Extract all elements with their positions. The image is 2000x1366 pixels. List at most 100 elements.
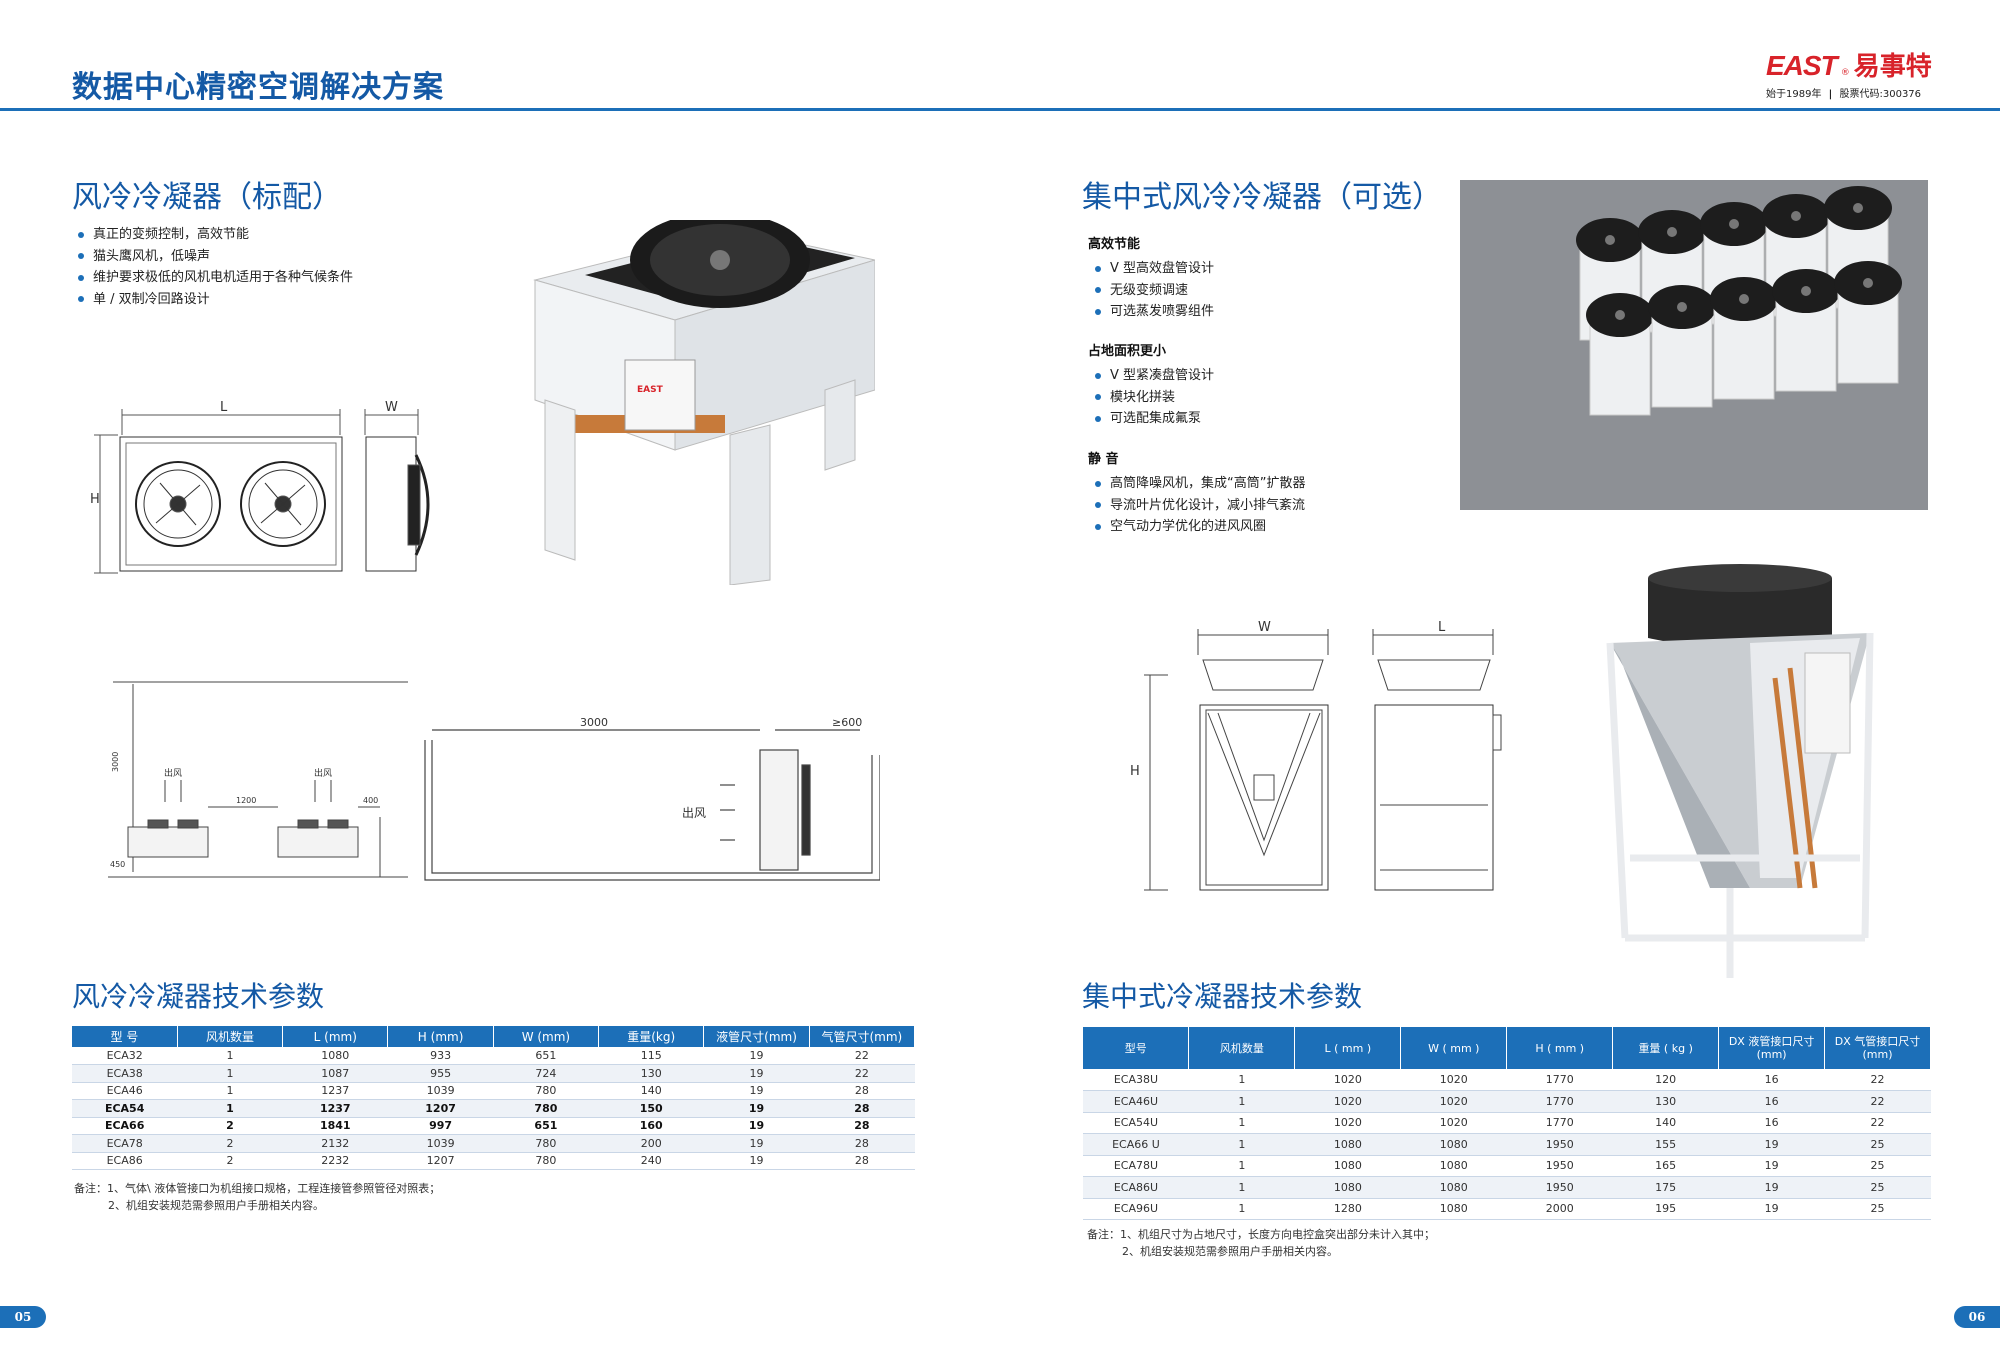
table-cell: 200 (598, 1134, 704, 1153)
feature-group-footprint: 占地面积更小 V 型紧凑盘管设计 模块化拼装 可选配集成氟泵 (1088, 340, 1214, 430)
feature-item: 猫头鹰风机，低噪声 (78, 246, 353, 268)
left-note-2: 2、机组安装规范需参照用户手册相关内容。 (108, 1199, 324, 1212)
east-logo: EAST ® 易事特 始于1989年 | 股票代码:300376 (1766, 46, 1936, 100)
table-cell: 1207 (387, 1099, 494, 1118)
table-cell: 19 (703, 1099, 810, 1118)
table-cell: 28 (809, 1117, 915, 1135)
bullet-icon (78, 231, 84, 238)
table-cell: 120 (1612, 1069, 1719, 1091)
bullet-icon (1095, 394, 1101, 401)
table-cell: 16 (1718, 1090, 1825, 1113)
fan-hub (1615, 310, 1625, 320)
table-cell: 1 (177, 1082, 283, 1100)
table-cell: ECA66 U (1083, 1133, 1189, 1156)
bullet-icon (1095, 372, 1101, 379)
table-cell: ECA46 (72, 1082, 178, 1100)
table-cell: ECA78 (72, 1134, 178, 1153)
table-cell: 1 (1188, 1198, 1295, 1220)
table-cell: ECA38U (1083, 1069, 1189, 1091)
bullet-icon (1095, 480, 1101, 487)
air-cooled-condenser-photo: EAST (533, 220, 875, 585)
centralized-condenser-array-photo (1460, 180, 1928, 510)
table-cell: 19 (703, 1152, 810, 1170)
feature-item: 维护要求极低的风机电机适用于各种气候条件 (78, 267, 353, 289)
table-cell: 933 (387, 1047, 494, 1065)
table-cell: ECA54U (1083, 1112, 1189, 1134)
left-table-title: 风冷冷凝器技术参数 (72, 980, 325, 1013)
table-cell: 1770 (1506, 1112, 1613, 1134)
dim-label-L: L (220, 400, 228, 415)
table-cell: 16 (1718, 1112, 1825, 1134)
table-cell: 1770 (1506, 1069, 1613, 1091)
table-cell: 1 (177, 1047, 283, 1065)
table-header-cell: W ( mm ) (1400, 1027, 1508, 1069)
table-cell: 115 (598, 1047, 704, 1065)
table-cell: 28 (809, 1082, 915, 1100)
table-cell: 1 (1188, 1069, 1295, 1091)
table-cell: 25 (1824, 1155, 1931, 1177)
fan-hub (1729, 219, 1739, 229)
table-cell: 22 (809, 1047, 915, 1065)
page-number-left: 05 (0, 1306, 46, 1328)
feature-item: 导流叶片优化设计，减小排气紊流 (1095, 495, 1305, 517)
table-cell: 1950 (1506, 1133, 1613, 1156)
table-cell: 1 (1188, 1176, 1295, 1199)
fan-hub (1791, 211, 1801, 221)
table-cell: 1950 (1506, 1155, 1613, 1177)
installation-clearance-drawing: 3000 450 1200 400 出风 出风 (108, 681, 408, 878)
table-cell: 160 (598, 1117, 704, 1135)
table-cell: 1080 (1400, 1176, 1507, 1199)
height-450-label: 450 (110, 860, 125, 869)
logo-chinese-name: 易事特 (1853, 52, 1932, 82)
dim-label-H-right: H (1130, 764, 1140, 779)
table-cell: 1080 (1400, 1155, 1507, 1177)
table-cell: 1080 (1294, 1133, 1401, 1156)
table-cell: ECA96U (1083, 1198, 1189, 1220)
table-cell: 19 (1718, 1198, 1825, 1220)
table-cell: 22 (1824, 1069, 1931, 1091)
table-cell: 780 (493, 1099, 599, 1118)
table-header-cell: 气管尺寸(mm) (809, 1026, 916, 1047)
table-cell: 155 (1612, 1133, 1719, 1156)
page-title: 数据中心精密空调解决方案 (72, 70, 444, 105)
table-cell: 140 (598, 1082, 704, 1100)
left-notes: 备注：1、气体\ 液体管接口为机组接口规格，工程连接管参照管径对照表； 2、机组… (74, 1180, 440, 1214)
feature-item: 真正的变频控制，高效节能 (78, 224, 353, 246)
fan-hub (1605, 235, 1615, 245)
feature-group-silent: 静 音 高筒降噪风机，集成“高筒”扩散器 导流叶片优化设计，减小排气紊流 空气动… (1088, 448, 1305, 538)
table-cell: 1237 (282, 1099, 388, 1118)
table-cell: 130 (598, 1064, 704, 1083)
feature-item: 无级变频调速 (1095, 280, 1214, 302)
table-cell: ECA38 (72, 1064, 178, 1083)
table-cell: 195 (1612, 1198, 1719, 1220)
table-cell: 955 (387, 1064, 494, 1083)
centralized-dimension-drawing: W L H (1130, 620, 1502, 891)
table-cell: 19 (703, 1082, 810, 1100)
feature-item: 可选蒸发喷雾组件 (1095, 301, 1214, 323)
table-cell: 19 (703, 1117, 810, 1135)
bullet-icon (1095, 523, 1101, 530)
right-note-2: 2、机组安装规范需参照用户手册相关内容。 (1122, 1245, 1338, 1258)
table-cell: 651 (493, 1047, 599, 1065)
right-table-title: 集中式冷凝器技术参数 (1082, 980, 1363, 1013)
table-cell: 1 (1188, 1133, 1295, 1156)
dim-label-W: W (385, 400, 398, 415)
page-number-right: 06 (1954, 1306, 2000, 1328)
distance-3000-label: 3000 (580, 716, 608, 729)
table-cell: 1020 (1294, 1069, 1401, 1091)
table-cell: 25 (1824, 1133, 1931, 1156)
table-cell: 28 (809, 1099, 915, 1118)
bullet-icon (1095, 308, 1101, 315)
table-header-cell: L ( mm ) (1294, 1027, 1402, 1069)
table-cell: 1 (177, 1064, 283, 1083)
table-header-cell: 型 号 (72, 1026, 178, 1047)
table-cell: 2 (177, 1152, 283, 1170)
table-cell: 19 (703, 1064, 810, 1083)
